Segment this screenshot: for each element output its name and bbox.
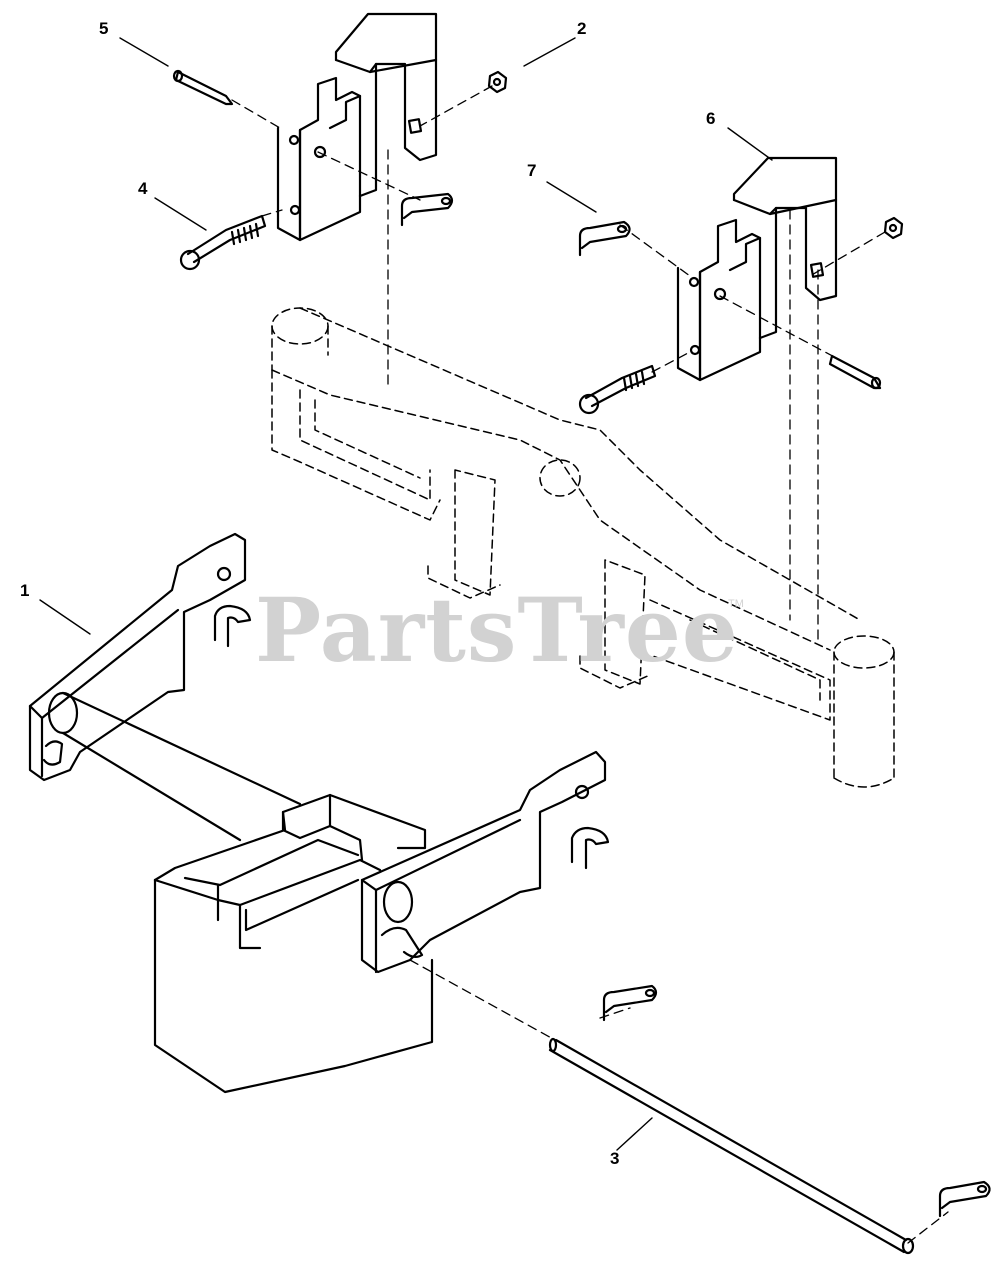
- clevis-pin-right: [828, 354, 882, 390]
- left-hitch-bracket: [276, 12, 438, 242]
- callout-3: 3: [610, 1149, 620, 1168]
- weight-bracket-assembly: [28, 532, 610, 1094]
- callout-6: 6: [706, 109, 716, 128]
- callout-2: 2: [577, 19, 587, 38]
- long-pin-3: [548, 1037, 915, 1255]
- callout-4: 4: [138, 179, 148, 198]
- carriage-bolt-4: [179, 214, 267, 271]
- clevis-pin-5: [172, 69, 234, 106]
- hairpin-clip-7: [578, 220, 631, 257]
- carriage-bolt-right: [578, 364, 657, 415]
- hex-nut-right: [883, 216, 904, 240]
- hairpin-clip-lower: [602, 984, 658, 1022]
- callout-1: 1: [20, 581, 30, 600]
- callout-5: 5: [99, 19, 109, 38]
- hairpin-clip-bottom-right: [938, 1180, 991, 1218]
- hex-nut-2: [487, 70, 508, 94]
- right-hitch-bracket: [676, 156, 838, 382]
- hairpin-clip-upper: [400, 192, 454, 227]
- watermark-trademark: TM: [728, 598, 744, 610]
- leader-lines: [39, 37, 773, 1151]
- tractor-frame-hidden: [271, 307, 895, 788]
- watermark: PartsTree: [255, 578, 739, 682]
- assembly-dashed-lines: [231, 85, 949, 1244]
- callout-7: 7: [527, 161, 537, 180]
